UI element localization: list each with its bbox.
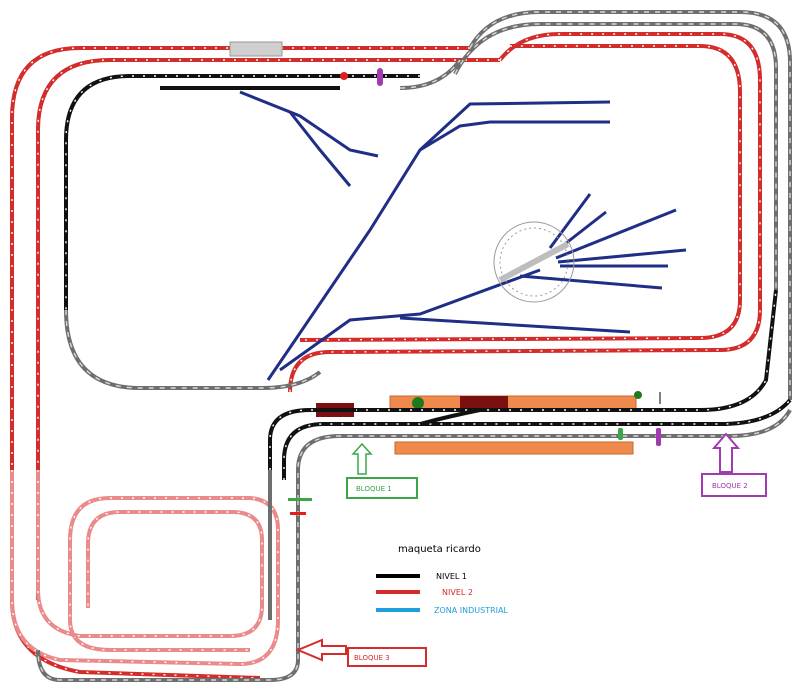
- red-inner-right-2: [299, 43, 742, 342]
- block-2-box: [701, 473, 767, 497]
- platform-lower: [394, 441, 634, 455]
- helix-inner: [36, 470, 264, 638]
- block-1-arrow: [351, 442, 373, 475]
- signal-green-station: [618, 428, 623, 440]
- signal-red-top: [340, 72, 348, 80]
- signal-red-helix: [290, 512, 306, 515]
- block-2-arrow: [711, 432, 741, 473]
- block-3-callout: BLOQUE 3: [295, 638, 427, 667]
- industrial-zone: [239, 90, 687, 381]
- block-3-arrow: [295, 638, 347, 662]
- station-building: [460, 396, 508, 410]
- block-1-callout: BLOQUE 1: [346, 442, 418, 499]
- grey-left-lower: [64, 309, 322, 390]
- red-inner-right: [288, 32, 762, 393]
- block-3-box: [347, 647, 427, 667]
- platform-upper: [389, 395, 637, 411]
- block-2-callout: BLOQUE 2: [701, 432, 767, 497]
- legend-label-nivel1: NIVEL 1: [436, 572, 467, 581]
- tree-1: [412, 397, 424, 409]
- block-3-label: BLOQUE 3: [354, 654, 390, 662]
- block-2-label: BLOQUE 2: [712, 482, 748, 490]
- station-track-1: [268, 289, 778, 470]
- legend: NIVEL 1 NIVEL 2 ZONA INDUSTRIAL: [376, 572, 508, 615]
- signal-green-helix: [288, 498, 312, 501]
- legend-label-nivel2: NIVEL 2: [442, 588, 473, 597]
- station-area: [268, 289, 792, 500]
- block-1-box: [346, 477, 418, 499]
- second-grey-right: [453, 22, 778, 290]
- signal-purple-top: [377, 68, 383, 86]
- black-top-track: [64, 74, 420, 310]
- turntable-outer: [493, 221, 575, 303]
- diagram-title: maqueta ricardo: [398, 544, 481, 555]
- lower-left-helix: [10, 470, 312, 682]
- turntable-bridge: [498, 241, 570, 283]
- outer-red-track: [10, 46, 470, 680]
- helix-outer: [10, 470, 280, 667]
- block-1-label: BLOQUE 1: [356, 485, 392, 493]
- legend-label-industrial: ZONA INDUSTRIAL: [434, 606, 508, 615]
- inner-loop-level1: [64, 58, 462, 390]
- tunnel-box: [229, 41, 283, 57]
- tree-2: [634, 391, 642, 399]
- signal-purple-station: [656, 428, 661, 446]
- outer-loop-level2: [10, 10, 792, 680]
